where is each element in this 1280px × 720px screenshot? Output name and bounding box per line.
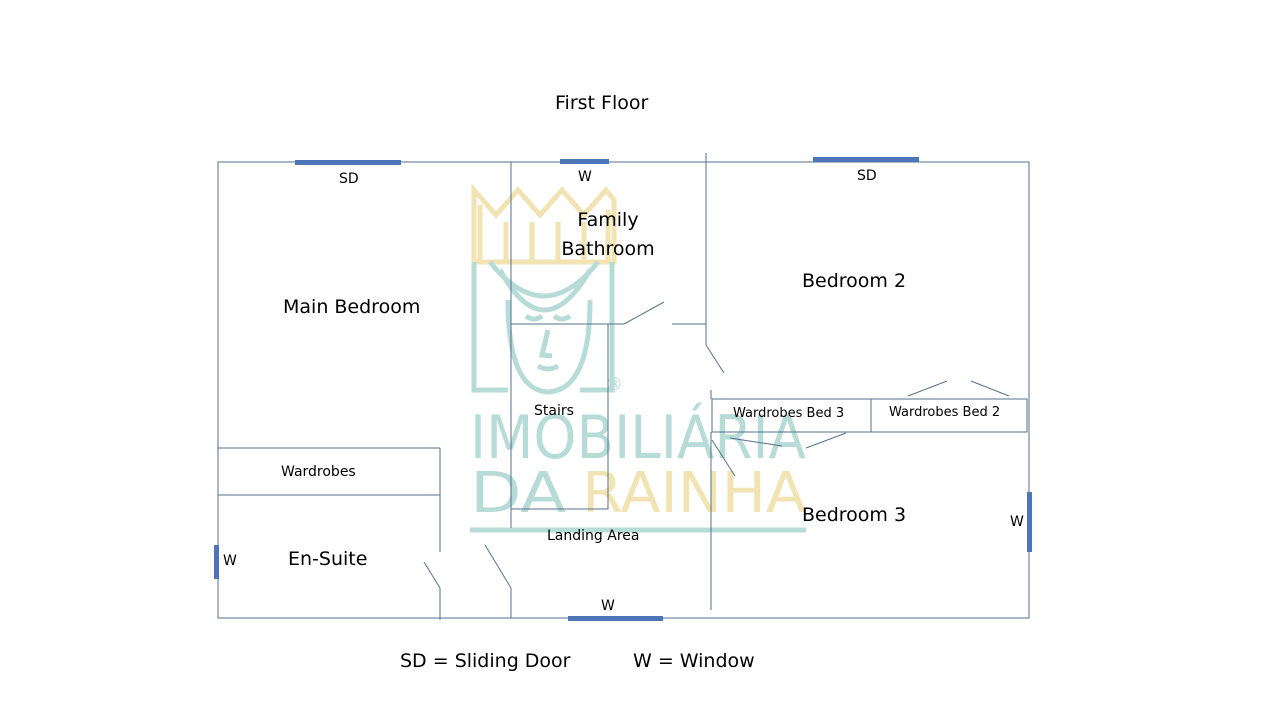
window-bedroom3 <box>1027 492 1032 552</box>
bedroom2-door <box>705 344 725 374</box>
crown-icon <box>471 183 617 265</box>
watermark-text-rainha: RAINHA <box>582 461 806 526</box>
wardrobe-bed3-door-right <box>805 432 847 449</box>
room-label-bedroom3: Bedroom 3 <box>802 504 907 526</box>
marker-w-top: W <box>578 169 592 185</box>
floor-title: First Floor <box>555 92 649 114</box>
queen-face-icon <box>471 260 615 395</box>
marker-sd-top-left: SD <box>339 171 359 187</box>
wardrobes-block <box>711 398 1028 433</box>
ensuite-door <box>423 561 441 589</box>
marker-sd-top-right: SD <box>857 168 877 184</box>
bathroom-door <box>623 301 665 325</box>
wardrobe-bed2-door-right <box>970 380 1010 397</box>
wardrobe-bed3-door-left <box>729 437 783 447</box>
bedroom3-door <box>711 439 736 477</box>
room-label-stairs: Stairs <box>534 403 574 419</box>
room-label-landing: Landing Area <box>547 528 640 544</box>
room-label-bedroom2: Bedroom 2 <box>802 270 907 292</box>
main-bedroom-door <box>484 544 512 589</box>
openings <box>214 157 1032 621</box>
watermark-text-line1: IMOBILIÁRIA <box>470 402 806 473</box>
wardrobe-bed2-door-left <box>907 380 948 397</box>
room-label-main-bedroom: Main Bedroom <box>283 296 421 318</box>
stairs-box <box>510 323 609 510</box>
watermark-logo <box>471 183 617 395</box>
window-ensuite <box>214 545 219 579</box>
room-label-en-suite: En-Suite <box>288 548 368 570</box>
marker-w-left: W <box>223 553 237 569</box>
marker-w-right: W <box>1010 514 1024 530</box>
watermark-registered-mark: ® <box>605 374 623 395</box>
room-label-family-bathroom: Family Bathroom <box>548 206 668 264</box>
sliding-door-main-bedroom <box>295 160 401 165</box>
legend-sliding-door: SD = Sliding Door <box>400 650 571 672</box>
window-landing <box>568 616 663 621</box>
legend-window: W = Window <box>633 650 755 672</box>
watermark-text-da: DA <box>470 461 566 526</box>
window-bathroom <box>560 159 609 164</box>
sliding-door-bedroom2 <box>813 157 919 162</box>
room-label-wardrobes-bed2: Wardrobes Bed 2 <box>889 405 1001 420</box>
family-bathroom-line2: Bathroom <box>561 238 655 260</box>
room-label-wardrobes-bed3: Wardrobes Bed 3 <box>733 406 845 421</box>
marker-w-bottom: W <box>601 598 615 614</box>
family-bathroom-line1: Family <box>577 209 639 231</box>
room-label-wardrobes: Wardrobes <box>281 464 356 480</box>
